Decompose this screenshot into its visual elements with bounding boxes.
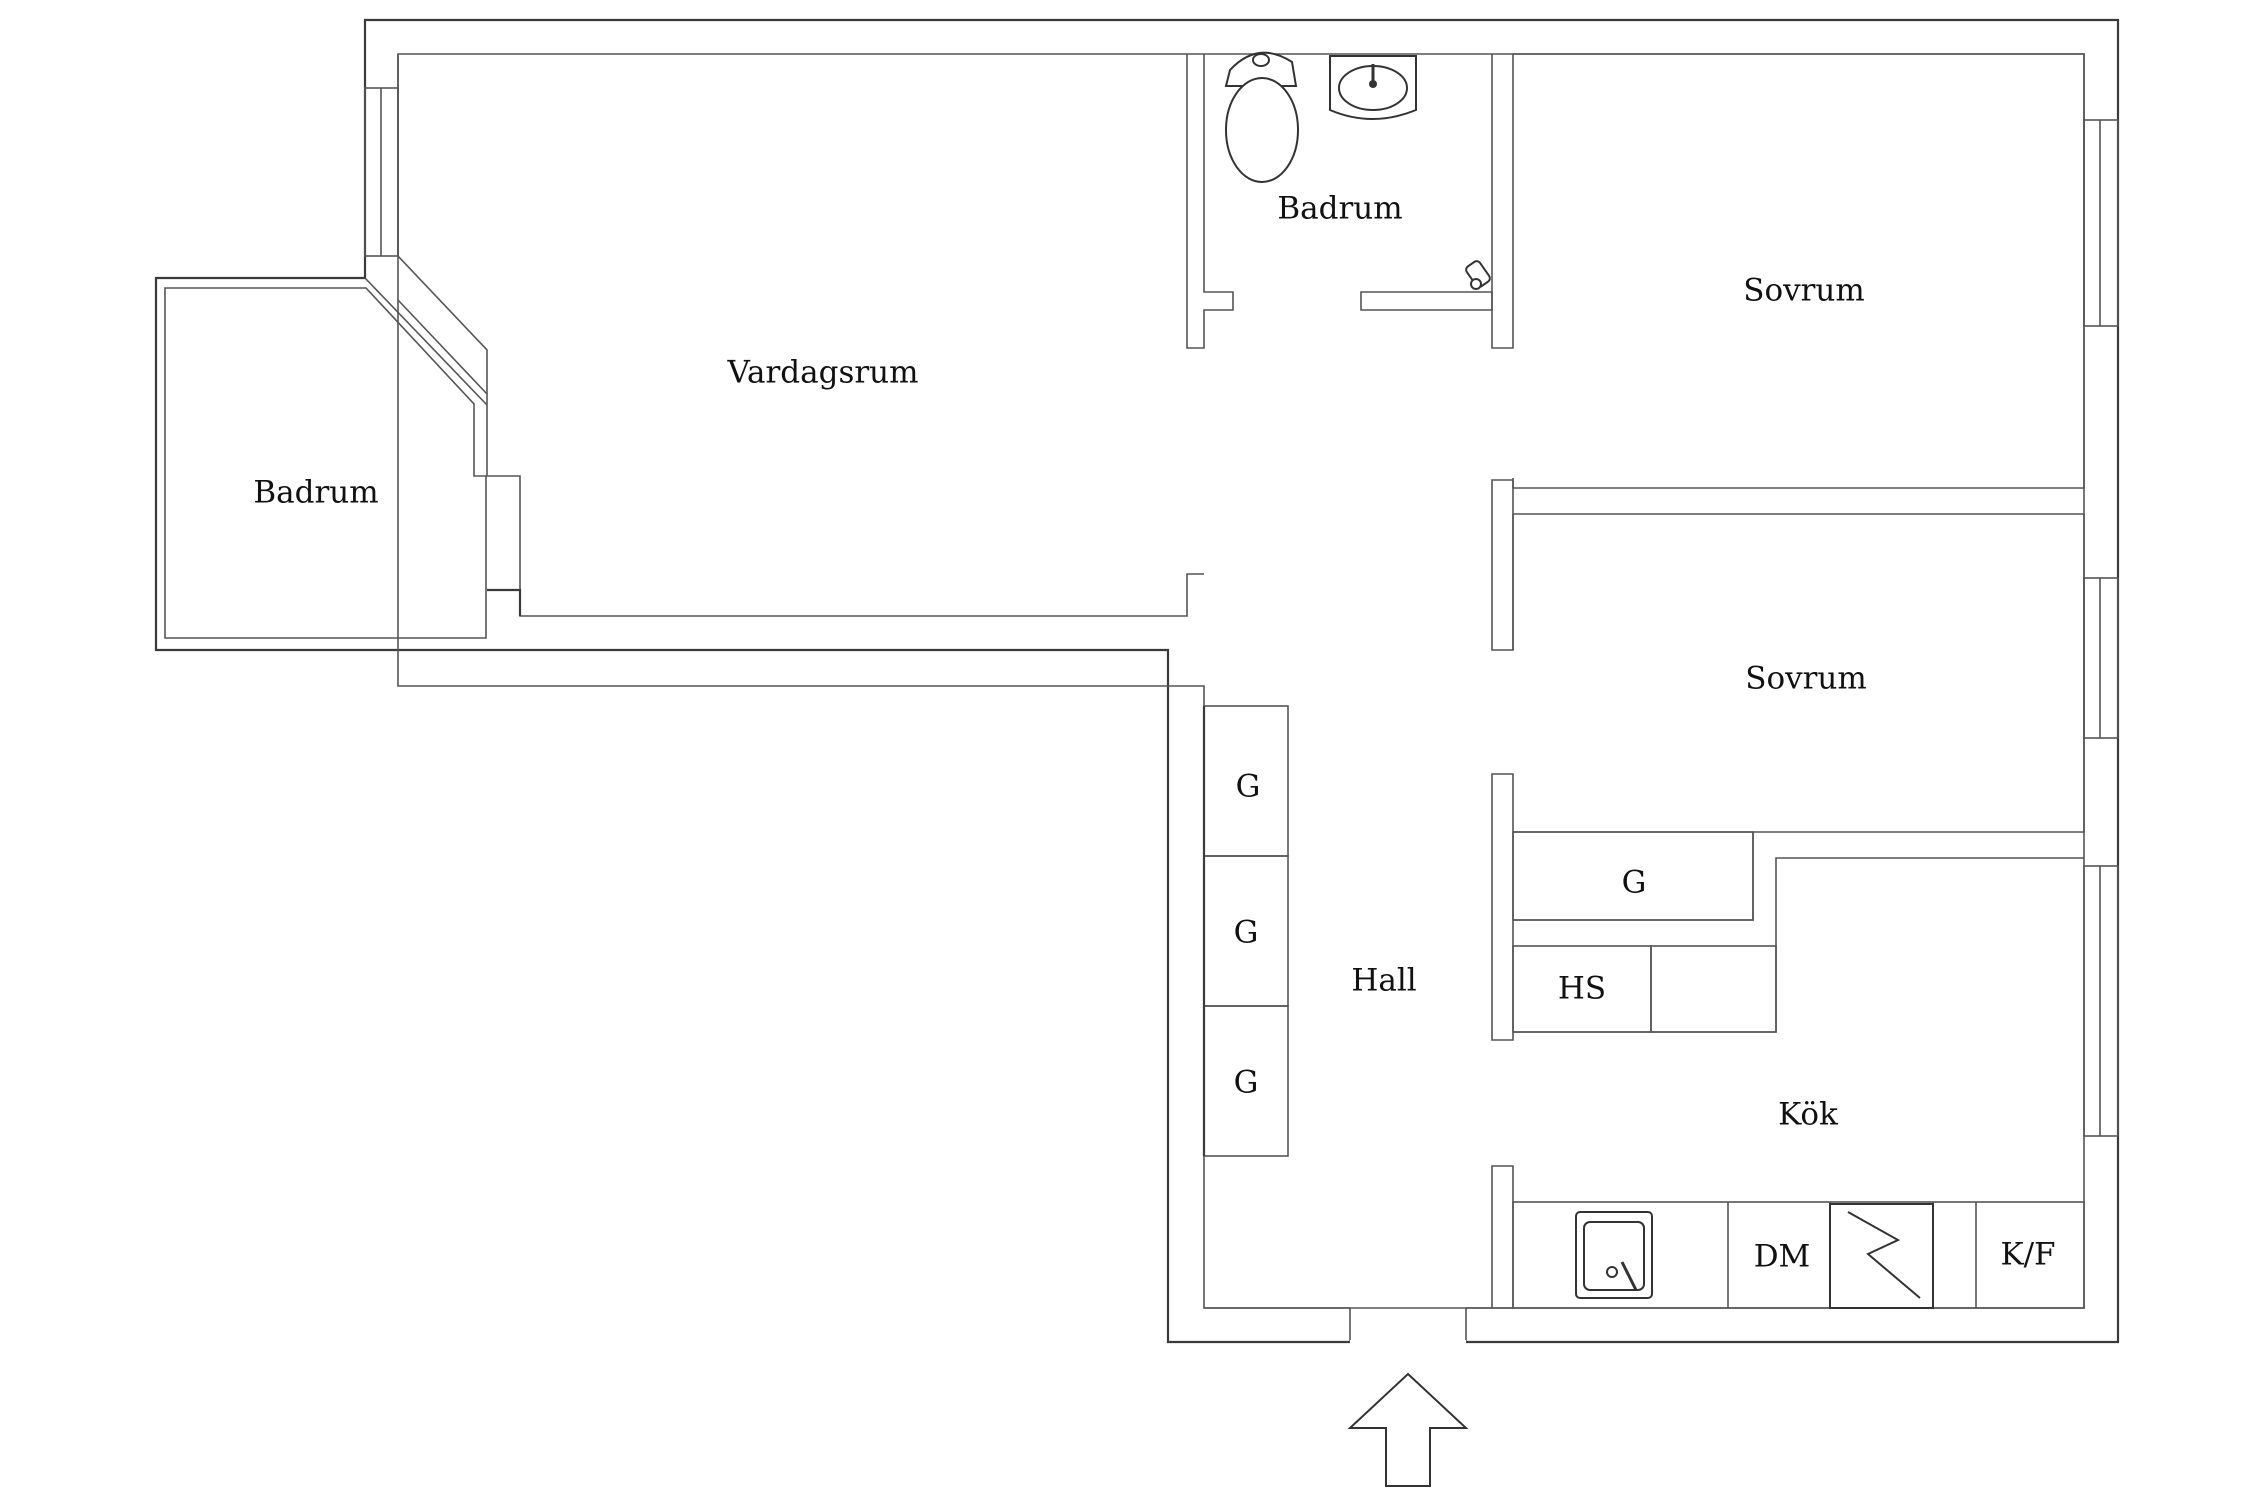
bedroom-2-walls [1491, 514, 2085, 1041]
toilet-icon [1224, 51, 1299, 183]
room-label-bathroom: Badrum [1277, 191, 1402, 227]
window-bedroom-1 [2083, 119, 2119, 327]
entrance-arrow-icon [1347, 1372, 1469, 1487]
hs-closet [1512, 945, 1777, 1033]
balcony-outline [164, 277, 488, 639]
room-label-bedroom-1: Sovrum [1743, 273, 1865, 309]
closet-label-hall-1: G [1236, 769, 1261, 805]
window-kitchen [2083, 865, 2119, 1137]
window-living-left [364, 87, 399, 257]
room-label-hall: Hall [1351, 963, 1416, 999]
stove-icon [1829, 1203, 1934, 1309]
entrance-door [1204, 1307, 1492, 1344]
room-label-living-room: Vardagsrum [726, 355, 918, 391]
kitchen-sink-icon [1575, 1211, 1653, 1299]
closet-label-bedroom: G [1622, 865, 1647, 901]
unit-label-dishwasher: DM [1754, 1239, 1811, 1275]
hall-closets [1202, 705, 1289, 1157]
washbasin-icon [1329, 55, 1417, 120]
bathroom-walls [1186, 54, 1514, 349]
closet-label-hs: HS [1558, 971, 1606, 1007]
closet-label-hall-2: G [1234, 915, 1259, 951]
window-bedroom-2 [2083, 577, 2119, 739]
room-label-kitchen: Kök [1778, 1097, 1838, 1133]
room-label-balcony: Badrum [253, 475, 378, 511]
floor-drain-icon [1465, 260, 1491, 290]
living-room-walls [397, 54, 1204, 617]
bedroom-1-walls [1491, 53, 2085, 651]
closet-label-hall-3: G [1234, 1065, 1259, 1101]
room-label-bedroom-2: Sovrum [1745, 661, 1867, 697]
unit-label-fridge-freezer: K/F [2000, 1237, 2055, 1273]
